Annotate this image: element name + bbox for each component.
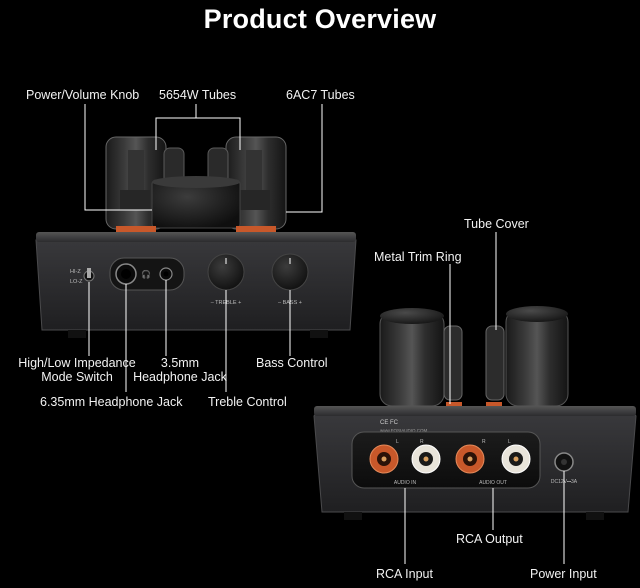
callout-lines [84, 104, 565, 564]
rear-tube-cover-left [379, 308, 445, 407]
headphone-jacks: 🎧 [109, 257, 185, 291]
rear-tube-cover-right [505, 306, 569, 407]
label-metal-trim-ring: Metal Trim Ring [374, 250, 462, 264]
bass-knob [271, 253, 309, 291]
label-power-volume-knob: Power/Volume Knob [26, 88, 140, 102]
cert-marking: CE FC [380, 420, 399, 426]
hi-z-marking: HI-Z [70, 269, 81, 275]
rca-input-left [369, 444, 399, 474]
label-5654w-tubes: 5654W Tubes [159, 88, 237, 102]
label-tube-cover: Tube Cover [464, 217, 529, 231]
rca-output-right [501, 444, 531, 474]
front-copper-ring-right [236, 226, 276, 232]
rear-trim-ring-left [446, 402, 462, 407]
front-unit: HI-Z LO-Z 🎧 – TREBLE + – BASS + [35, 136, 357, 338]
lo-z-marking: LO-Z [70, 279, 83, 285]
label-treble-control: Treble Control [208, 395, 287, 409]
volume-knob [151, 176, 241, 229]
label-3-5mm-jack-line1: 3.5mm [160, 356, 200, 370]
label-impedance-switch: High/Low Impedance Mode Switch [2, 356, 152, 384]
dc-power-jack [554, 452, 574, 472]
label-3-5mm-jack: 3.5mm Headphone Jack [130, 356, 230, 384]
treble-knob [207, 253, 245, 291]
label-impedance-switch-line2: Mode Switch [41, 370, 113, 384]
front-copper-ring-left [116, 226, 156, 232]
label-impedance-switch-line1: High/Low Impedance [18, 356, 136, 370]
rca-input-right [411, 444, 441, 474]
brand-marking: www.FOSIAUDIO.COM [380, 428, 428, 433]
rca-in-l-marking: L [396, 439, 399, 445]
rca-output-left [455, 444, 485, 474]
audio-out-marking: AUDIO OUT [479, 480, 507, 486]
label-6-35mm-jack: 6.35mm Headphone Jack [40, 395, 183, 409]
rca-out-r-marking: R [482, 439, 486, 445]
label-rca-output: RCA Output [456, 532, 523, 546]
page-title: Product Overview [203, 4, 437, 34]
label-6ac7-tubes: 6AC7 Tubes [286, 88, 355, 102]
rear-unit: CE FC www.FOSIAUDIO.COM [313, 306, 637, 520]
label-bass-control: Bass Control [256, 356, 328, 370]
impedance-switch [83, 268, 95, 282]
rear-small-tubes [443, 325, 505, 401]
headphone-icon: 🎧 [141, 269, 151, 279]
rca-out-l-marking: L [508, 439, 511, 445]
rca-in-r-marking: R [420, 439, 424, 445]
rear-trim-ring-right [486, 402, 502, 407]
audio-in-marking: AUDIO IN [394, 480, 417, 486]
label-power-input: Power Input [530, 567, 597, 581]
label-3-5mm-jack-line2: Headphone Jack [133, 370, 227, 384]
label-rca-input: RCA Input [376, 567, 433, 581]
